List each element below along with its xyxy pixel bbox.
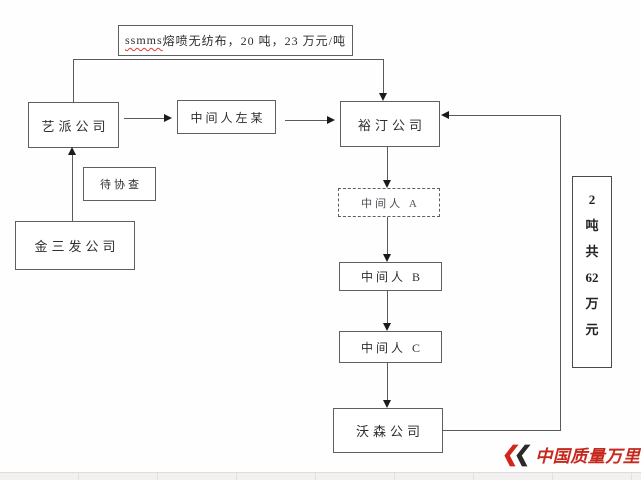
- connector-yipai-up-segment: [73, 59, 74, 103]
- arrowhead-into-middleman-a: [383, 180, 391, 188]
- arrow-zuo-to-yuting-line: [285, 120, 328, 121]
- arrow-b-to-c-line: [387, 291, 388, 324]
- amount-note-line: 62: [585, 270, 599, 285]
- goods-label-box: ssmms 熔喷无纺布，20 吨，23 万元/吨: [118, 25, 353, 56]
- node-middleman-c: 中间人 C: [339, 331, 442, 363]
- node-middleman-b: 中间人 B: [339, 262, 442, 291]
- arrow-a-to-b-line: [387, 217, 388, 255]
- feedback-bottom-segment: [443, 430, 561, 431]
- arrow-c-to-wosen-line: [387, 363, 388, 401]
- arrowhead-into-wosen: [383, 400, 391, 408]
- goods-label-text: 熔喷无纺布，20 吨，23 万元/吨: [162, 34, 347, 48]
- node-yuting-company: 裕汀公司: [340, 101, 440, 147]
- arrowhead-into-yuting-top: [379, 93, 387, 101]
- arrowhead-into-zuo: [164, 114, 172, 122]
- arrowhead-into-yipai-bottom: [68, 147, 76, 155]
- arrowhead-into-middleman-c: [383, 323, 391, 331]
- amount-note-line: 万: [585, 296, 599, 311]
- node-pending-verification: 待协查: [83, 167, 156, 201]
- connector-top-horizontal-segment: [73, 59, 384, 60]
- amount-note-line: 元: [585, 322, 599, 337]
- brand-chevron-icon: ❮: [511, 442, 533, 466]
- feedback-vertical-segment: [560, 115, 561, 431]
- amount-note-box: 2 吨 共 62 万 元: [572, 176, 612, 368]
- brand-watermark: ❮ ❮ 中国质量万里行: [500, 442, 641, 467]
- arrowhead-into-middleman-b: [383, 254, 391, 262]
- node-middleman-zuo: 中间人左某: [177, 100, 276, 134]
- goods-label-misspelled: ssmms: [124, 33, 163, 47]
- arrow-yipai-to-zuo-line: [124, 118, 165, 119]
- amount-note-line: 共: [585, 244, 599, 259]
- arrow-yuting-to-a-line: [387, 147, 388, 181]
- connector-yuting-down-segment: [383, 59, 384, 95]
- arrow-jinsanfa-to-yipai-line: [72, 155, 73, 221]
- node-wosen-company: 沃森公司: [333, 408, 443, 453]
- node-yipai-company: 艺派公司: [28, 102, 119, 148]
- bottom-edge-bar: [0, 472, 641, 480]
- amount-note-line: 2: [588, 192, 596, 207]
- node-middleman-a: 中间人 A: [338, 188, 440, 217]
- node-jinsanfa-company: 金三发公司: [15, 221, 135, 270]
- brand-name-text: 中国质量万里行: [535, 447, 641, 466]
- arrowhead-into-yuting-right: [441, 111, 449, 119]
- amount-note-line: 吨: [585, 218, 599, 233]
- feedback-top-segment: [449, 115, 561, 116]
- arrowhead-into-yuting-left: [327, 116, 335, 124]
